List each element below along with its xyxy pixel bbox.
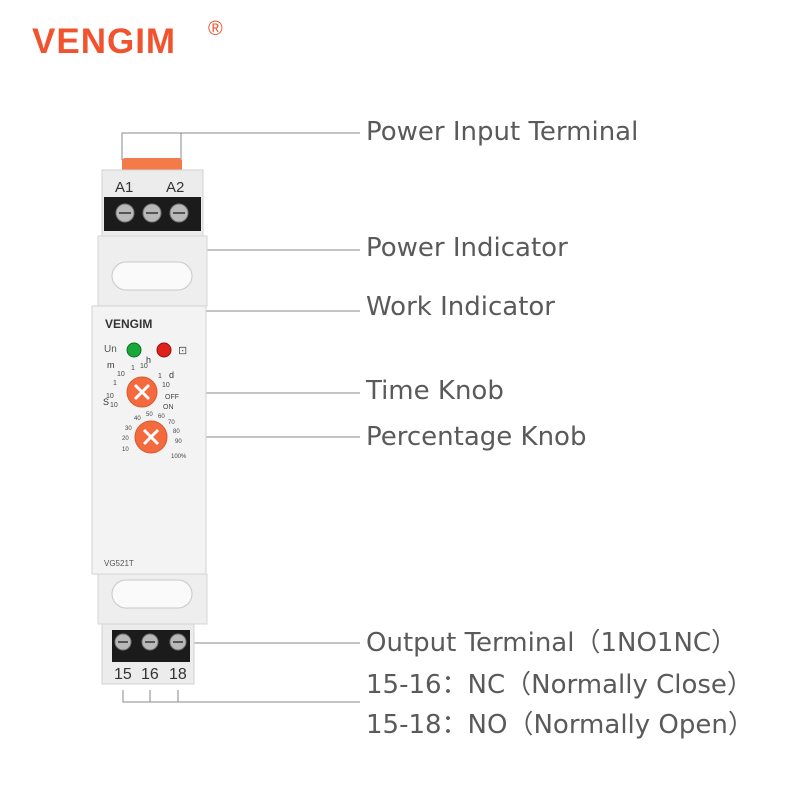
- svg-text:⊡: ⊡: [178, 345, 187, 357]
- model-number: VG521T: [104, 559, 134, 568]
- power-led-label: Un: [104, 344, 117, 355]
- label-percentage-knob: Percentage Knob: [366, 422, 587, 452]
- label-power-input-terminal: Power Input Terminal: [366, 117, 639, 147]
- percentage-knob-scale: 10 20 30 40 50 60 70 80 90 100%: [122, 412, 187, 460]
- pct-tick-100: 100%: [171, 454, 187, 460]
- registered-mark: ®: [208, 18, 223, 40]
- time-knob[interactable]: [126, 376, 158, 408]
- time-tick-1: 1: [131, 365, 135, 372]
- pct-tick-10: 10: [122, 447, 129, 453]
- pct-tick-30: 30: [125, 426, 132, 432]
- brand-logo: VENGIM: [32, 22, 177, 61]
- panel-brand: VENGIM: [105, 317, 152, 331]
- range-d: d: [169, 370, 174, 380]
- label-no: 15-18：NO（Normally Open）: [366, 710, 754, 740]
- label-power-indicator: Power Indicator: [366, 233, 568, 263]
- time-knob-scale: 10 1 10 1 10 OFF ON 10 1 10: [106, 363, 179, 411]
- range-s: S: [103, 397, 109, 407]
- time-tick-on: ON: [163, 404, 174, 411]
- terminal-label-18: 18: [169, 666, 187, 683]
- percentage-knob[interactable]: [134, 420, 168, 454]
- leader-power-input-a1: [121, 132, 360, 160]
- work-led: [156, 342, 172, 358]
- pct-tick-60: 60: [158, 414, 165, 420]
- time-tick-3: 1: [158, 373, 162, 380]
- label-work-indicator: Work Indicator: [366, 292, 555, 322]
- time-tick-off: OFF: [165, 394, 179, 401]
- time-tick-4: 10: [162, 382, 170, 389]
- pct-tick-50: 50: [146, 412, 153, 418]
- leader-bottom-15: [122, 690, 360, 703]
- pct-tick-80: 80: [173, 429, 180, 435]
- pct-tick-20: 20: [122, 436, 129, 442]
- terminal-label-a1: A1: [115, 179, 133, 196]
- label-nc: 15-16：NC（Normally Close）: [366, 670, 753, 700]
- upper-window: [111, 261, 193, 291]
- range-h: h: [146, 355, 151, 365]
- orange-cap: [122, 158, 182, 172]
- bottom-screws: [114, 633, 187, 651]
- terminal-label-16: 16: [141, 666, 159, 683]
- label-output-terminal: Output Terminal（1NO1NC）: [366, 628, 738, 658]
- terminal-label-15: 15: [114, 666, 132, 683]
- top-screws: [115, 203, 189, 223]
- pct-tick-90: 90: [175, 439, 182, 445]
- time-tick-2: 10: [140, 363, 148, 370]
- time-tick-7: 10: [106, 393, 114, 400]
- power-led: [126, 342, 142, 358]
- range-m: m: [107, 360, 115, 370]
- label-time-knob: Time Knob: [366, 376, 504, 406]
- pct-tick-70: 70: [168, 420, 175, 426]
- time-tick-9: 10: [110, 402, 118, 409]
- time-tick-8: 1: [113, 380, 117, 387]
- pct-tick-40: 40: [134, 416, 141, 422]
- lower-window: [111, 579, 193, 609]
- time-tick-0: 10: [117, 371, 125, 378]
- terminal-label-a2: A2: [166, 179, 184, 196]
